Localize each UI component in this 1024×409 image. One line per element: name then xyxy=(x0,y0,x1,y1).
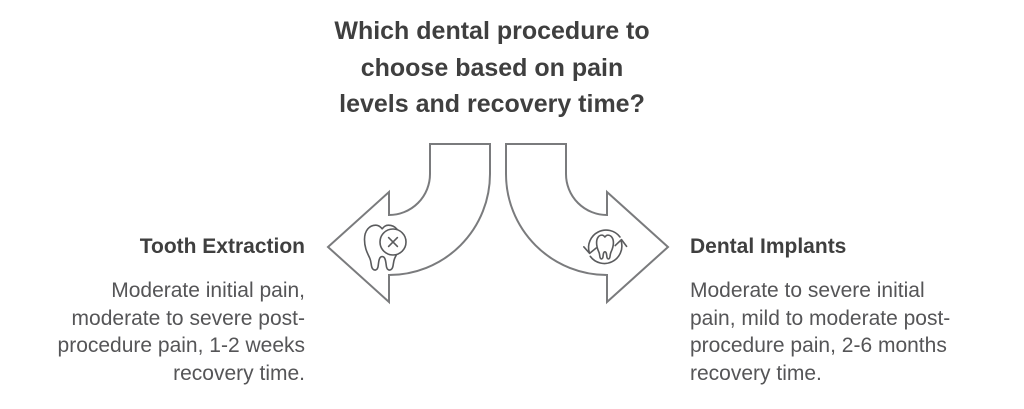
cycle-arc-bottom xyxy=(589,240,623,265)
right-arrow-shape xyxy=(505,143,670,305)
option-heading: Dental Implants xyxy=(690,235,847,258)
left-arrow-shape xyxy=(326,143,491,305)
body-line: procedure pain, 1-2 weeks xyxy=(57,334,305,357)
title-line-2: choose based on pain xyxy=(360,53,624,82)
body-line: pain, mild to moderate post- xyxy=(690,306,951,330)
x-mark xyxy=(387,236,399,248)
title-line-1: Which dental procedure to xyxy=(334,17,650,45)
option-tooth-extraction: Tooth Extraction Moderate initial pain, … xyxy=(5,234,305,387)
body-line: Moderate initial pain, xyxy=(111,279,305,302)
page-title: Which dental procedure to choose based o… xyxy=(262,13,722,123)
tooth-outline xyxy=(363,224,402,271)
tooth-outline-small xyxy=(597,235,614,259)
option-dental-implants: Dental Implants Moderate to severe initi… xyxy=(690,234,1002,387)
tooth-replacement-cycle-icon xyxy=(583,229,628,265)
option-description: Moderate initial pain, moderate to sever… xyxy=(5,277,305,387)
cycle-arrowhead-right xyxy=(614,238,628,248)
body-line: recovery time. xyxy=(173,361,305,385)
tooth-extraction-icon xyxy=(363,224,407,271)
decision-arrows xyxy=(326,143,670,305)
option-description: Moderate to severe initial pain, mild to… xyxy=(690,277,1002,387)
body-line: recovery time. xyxy=(690,361,822,385)
cycle-arc-top xyxy=(587,229,621,254)
body-line: procedure pain, 2-6 months xyxy=(690,334,947,357)
option-heading: Tooth Extraction xyxy=(139,235,305,258)
body-line: Moderate to severe initial xyxy=(690,279,925,302)
body-line: moderate to severe post- xyxy=(71,306,305,330)
title-line-3: levels and recovery time? xyxy=(339,90,645,118)
cycle-arrowhead-left xyxy=(583,246,597,255)
